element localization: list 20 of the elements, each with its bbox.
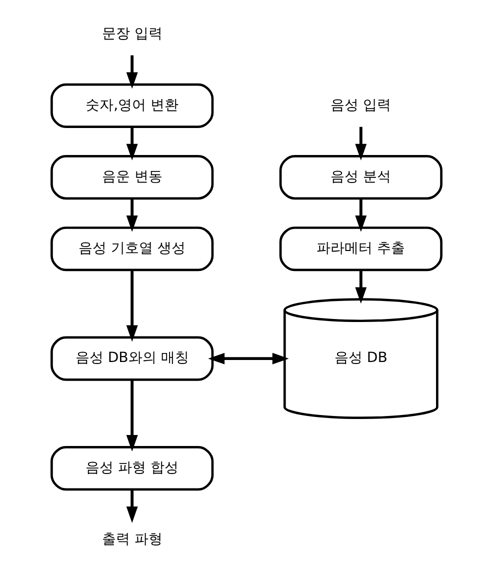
node-box: 음성 DB와의 매칭 [50, 336, 214, 381]
arrow [126, 198, 138, 232]
node-box: 음성 분석 [279, 154, 442, 200]
node-text: 출력 파형 [102, 532, 162, 548]
arrow [355, 126, 367, 160]
arrow [126, 270, 138, 342]
node-text: 음성 입력 [330, 97, 392, 114]
node-box: 음운 변동 [50, 154, 214, 200]
arrow [208, 352, 289, 364]
arrow [126, 380, 138, 452]
node-box: 음성 기호열 생성 [50, 226, 214, 272]
arrow [355, 198, 367, 232]
node-text: 문장 입력 [102, 26, 162, 42]
arrow [126, 490, 138, 523]
arrow [126, 55, 138, 89]
node-box: 음성 파형 합성 [50, 446, 214, 491]
node-box: 숫자,영어 변환 [50, 83, 214, 128]
node-box: 파라메터 추출 [279, 226, 442, 272]
arrow [355, 270, 367, 304]
arrow [126, 126, 138, 160]
